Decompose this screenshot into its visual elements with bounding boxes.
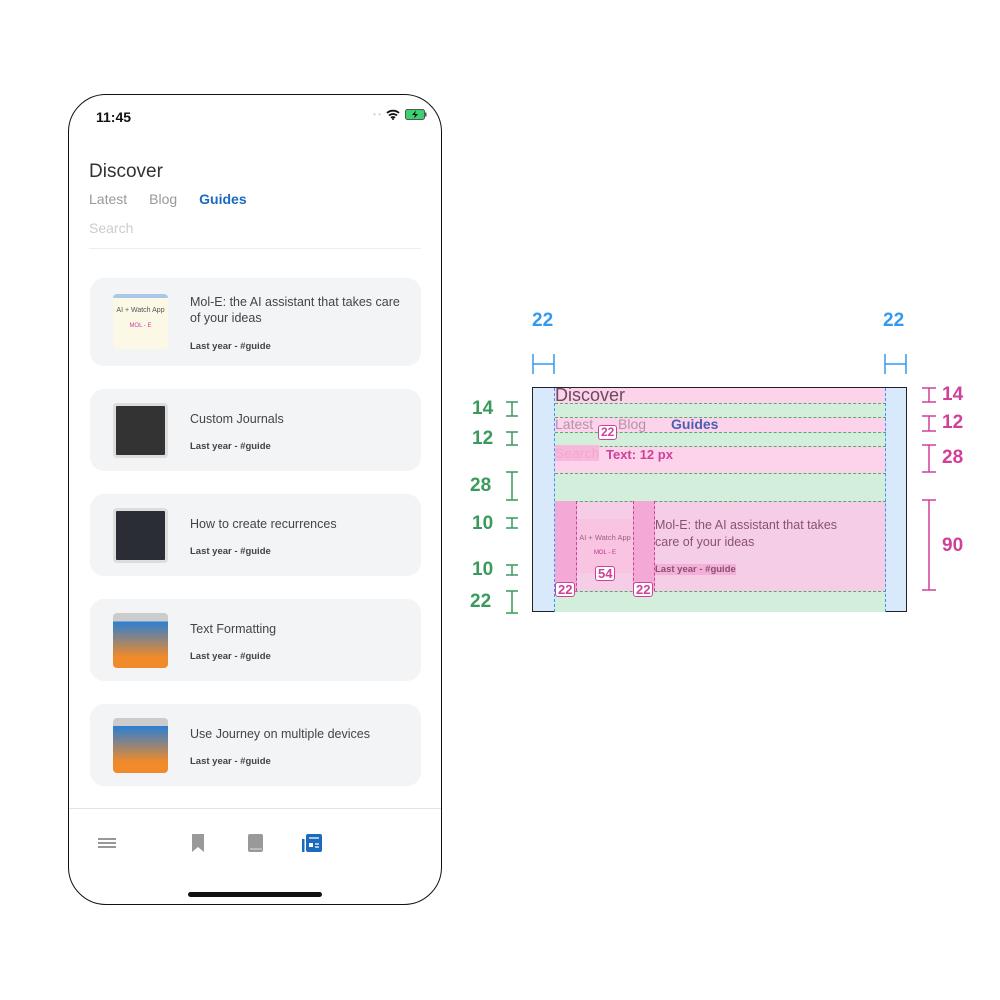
spec-left-measure: 10 xyxy=(472,559,494,580)
bookmark-icon[interactable] xyxy=(191,833,205,853)
spec-left-measure: 14 xyxy=(472,398,494,419)
menu-icon[interactable] xyxy=(97,837,117,849)
spec-guide xyxy=(554,388,555,612)
spec-band xyxy=(555,446,886,473)
spec-card-title: Mol-E: the AI assistant that takes care … xyxy=(655,518,838,549)
tabbar-divider xyxy=(69,808,441,809)
tab-guides[interactable]: Guides xyxy=(199,191,247,207)
spec-band xyxy=(555,417,886,432)
card-meta: Last year - #guide xyxy=(190,441,271,452)
guide-card[interactable]: Text Formatting Last year - #guide xyxy=(90,599,421,681)
spec-pad-mid-label: 22 xyxy=(633,582,654,597)
status-time: 11:45 xyxy=(96,109,132,125)
spec-guide xyxy=(885,388,886,612)
card-meta: Last year - #guide xyxy=(190,756,271,767)
spec-left-measure: 28 xyxy=(470,475,492,496)
search-input[interactable]: Search xyxy=(89,220,134,236)
phone-frame: 11:45 • • Discover Latest Blog Guides Se… xyxy=(68,94,442,905)
tab-latest[interactable]: Latest xyxy=(89,191,128,207)
signal-icon: • • xyxy=(373,110,381,119)
tab-blog[interactable]: Blog xyxy=(149,191,178,207)
spec-width-markers xyxy=(532,354,907,374)
spec-band xyxy=(555,473,886,501)
card-title: Custom Journals xyxy=(190,412,284,426)
thumb-brand: MOL - E xyxy=(129,323,152,329)
guide-thumbnail xyxy=(113,718,168,773)
spec-right-measure: 90 xyxy=(942,535,964,556)
card-title: Text Formatting xyxy=(190,622,277,636)
thumb-text: AI + Watch App xyxy=(116,307,165,314)
divider xyxy=(89,248,421,249)
spec-card-meta: Last year - #guide xyxy=(655,564,736,575)
spec-right-measure: 28 xyxy=(942,447,964,468)
spec-tab-latest: Latest xyxy=(555,416,594,432)
book-icon[interactable] xyxy=(247,833,264,853)
newspaper-icon[interactable] xyxy=(301,833,323,853)
spec-left-brackets xyxy=(506,401,518,614)
spec-band xyxy=(555,388,886,403)
guide-thumbnail: AI + Watch App MOL - E xyxy=(113,294,168,349)
spec-left-measure: 12 xyxy=(472,428,494,449)
page-title: Discover xyxy=(89,161,163,182)
guide-thumbnail xyxy=(113,613,168,668)
spec-tab-gap: 22 xyxy=(598,425,618,440)
guide-thumbnail xyxy=(113,508,168,563)
spec-side-left: 22 xyxy=(532,310,554,331)
card-title: How to create recurrences xyxy=(190,517,337,531)
status-icons: • • xyxy=(373,109,427,120)
spec-left-measure: 10 xyxy=(472,513,494,534)
spec-thumb-size: 54 xyxy=(595,566,616,581)
spec-thumb-brand: MOL - E xyxy=(593,550,617,556)
spec-right-measure: 14 xyxy=(942,384,964,405)
spec-right-measure: 12 xyxy=(942,412,964,433)
spec-thumb-text: AI + Watch App xyxy=(579,533,631,542)
guide-card[interactable]: AI + Watch App MOL - E Mol-E: the AI ass… xyxy=(90,278,421,366)
spec-band xyxy=(555,591,886,612)
spec-right-brackets xyxy=(922,387,936,591)
card-meta: Last year - #guide xyxy=(190,651,271,662)
guide-card[interactable]: Custom Journals Last year - #guide xyxy=(90,389,421,471)
guide-thumbnail xyxy=(113,403,168,458)
spec-diagram: Discover Latest Blog Guides 22 Search Te… xyxy=(532,385,907,612)
spec-left-measure: 22 xyxy=(470,591,492,612)
spec-pad-mid xyxy=(633,501,655,591)
spec-text-size: Text: 12 px xyxy=(606,447,673,462)
home-indicator xyxy=(188,892,322,897)
card-meta: Last year - #guide xyxy=(190,341,271,352)
spec-tab-guides: Guides xyxy=(671,416,719,432)
card-meta: Last year - #guide xyxy=(190,546,271,557)
spec-side-right: 22 xyxy=(883,310,905,331)
spec-thumb: AI + Watch App MOL - E xyxy=(577,519,633,573)
spec-title: Discover xyxy=(555,385,626,405)
battery-charging-icon xyxy=(405,109,427,120)
guide-card[interactable]: How to create recurrences Last year - #g… xyxy=(90,494,421,576)
spec-pad-left xyxy=(555,501,577,591)
card-title: Mol-E: the AI assistant that takes care … xyxy=(190,295,400,325)
guide-card[interactable]: Use Journey on multiple devices Last yea… xyxy=(90,704,421,786)
spec-tab-blog: Blog xyxy=(618,416,647,432)
category-tabs: Latest Blog Guides xyxy=(89,191,247,207)
spec-pad-left-label: 22 xyxy=(555,582,576,597)
spec-band xyxy=(555,432,886,446)
spec-search: Search xyxy=(555,445,600,461)
spec-band xyxy=(555,403,886,417)
card-title: Use Journey on multiple devices xyxy=(190,727,370,741)
wifi-icon xyxy=(386,109,400,120)
